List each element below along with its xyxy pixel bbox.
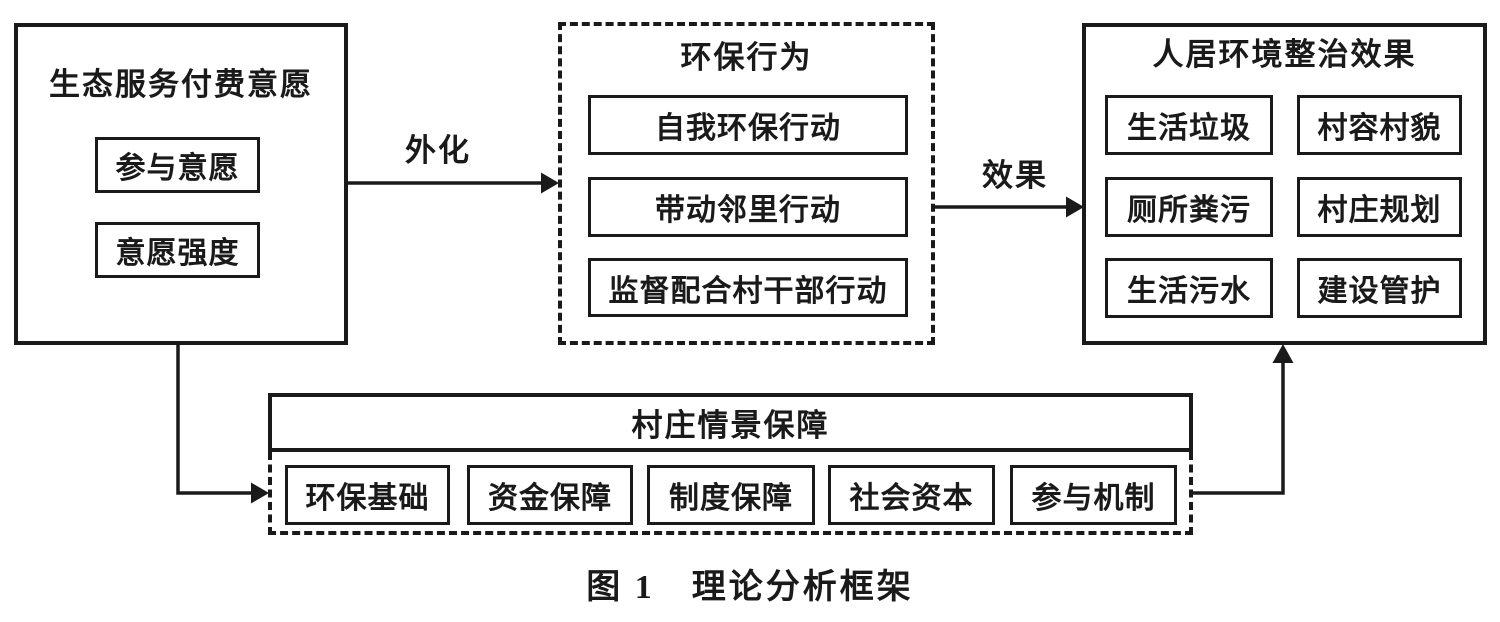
connector-left-to-bottom [176, 345, 251, 495]
bottom-box-title-bar: 村庄情景保障 [268, 393, 1193, 452]
middle-box-title: 环保行为 [680, 40, 813, 75]
right-box-item-planning: 村庄规划 [1297, 177, 1462, 237]
bottom-box-item-env-foundation: 环保基础 [285, 465, 450, 525]
right-box-item-village-appearance: 村容村貌 [1297, 95, 1462, 155]
arrow-effect-head [1066, 196, 1084, 218]
middle-box: 环保行为 自我环保行动 带动邻里行动 监督配合村干部行动 [558, 22, 935, 345]
bottom-box-title: 村庄情景保障 [631, 408, 830, 443]
right-box: 人居环境整治效果 生活垃圾 村容村貌 厕所粪污 村庄规划 生活污水 建设管护 [1082, 23, 1487, 345]
connector-left-to-bottom-head [251, 482, 269, 504]
bottom-box-item-participation-mechanism: 参与机制 [1010, 465, 1177, 525]
left-box-item-participation: 参与意愿 [95, 137, 260, 193]
left-box: 生态服务付费意愿 参与意愿 意愿强度 [14, 23, 348, 345]
bottom-box: 环保基础 资金保障 制度保障 社会资本 参与机制 [268, 452, 1193, 535]
left-box-item-intensity: 意愿强度 [95, 222, 260, 278]
middle-box-item-self-action: 自我环保行动 [588, 95, 908, 155]
connector-bottom-to-right [1193, 362, 1285, 495]
bottom-box-item-institution: 制度保障 [647, 465, 815, 525]
right-box-title: 人居环境整治效果 [1152, 37, 1417, 72]
middle-box-item-cadre-action: 监督配合村干部行动 [588, 258, 908, 317]
arrow-externalize-head [541, 172, 559, 194]
arrow-externalize-label: 外化 [405, 133, 471, 168]
bottom-box-item-social-capital: 社会资本 [828, 465, 995, 525]
connector-bottom-to-right-head [1272, 344, 1294, 363]
right-box-item-sewage: 生活污水 [1105, 258, 1273, 318]
middle-box-item-neighbor-action: 带动邻里行动 [588, 177, 908, 237]
right-box-item-toilet: 厕所粪污 [1105, 177, 1273, 237]
right-box-item-garbage: 生活垃圾 [1105, 95, 1273, 155]
left-box-title: 生态服务付费意愿 [49, 67, 313, 102]
figure-caption: 图 1 理论分析框架 [586, 569, 914, 606]
right-box-item-maintenance: 建设管护 [1297, 258, 1462, 318]
bottom-box-item-funding: 资金保障 [467, 465, 633, 525]
arrow-effect-label: 效果 [982, 158, 1048, 193]
